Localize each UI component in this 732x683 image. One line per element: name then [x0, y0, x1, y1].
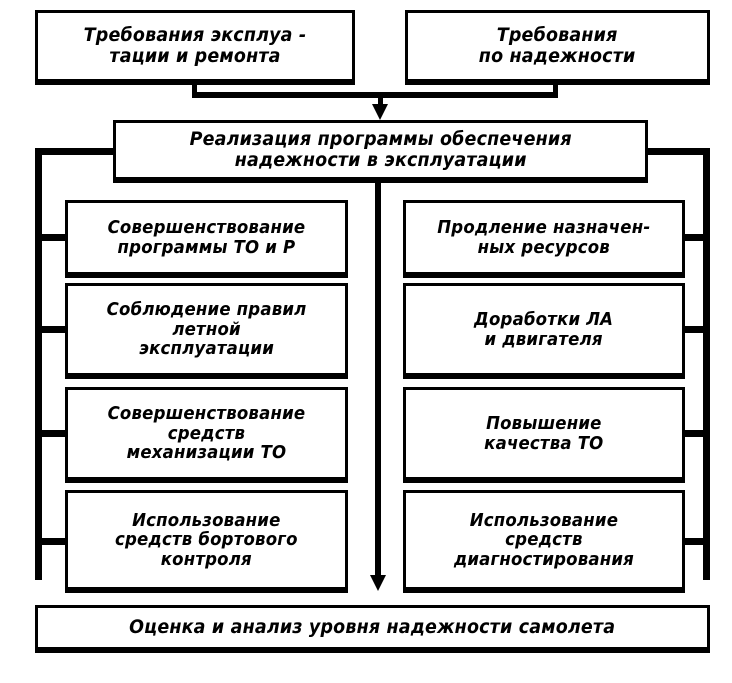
left-bus-stub-1 [35, 234, 67, 241]
node-label: Доработки ЛА и двигателя [474, 309, 614, 350]
node-extend-assigned-resources: Продление назначен- ных ресурсов [403, 200, 685, 275]
connector-merge-to-header [378, 96, 383, 108]
node-label: Реализация программы обеспечения надежно… [189, 128, 572, 171]
central-spine-line [375, 180, 381, 580]
node-label: Повышение качества ТО [484, 413, 604, 454]
left-bus-stub-2 [35, 326, 67, 333]
node-onboard-monitoring: Использование средств бортового контроля [65, 490, 348, 590]
node-label: Продление назначен- ных ресурсов [437, 217, 651, 258]
connector-header-to-right-bus [646, 148, 710, 155]
node-aircraft-engine-upgrades: Доработки ЛА и двигателя [403, 283, 685, 376]
right-bus-vertical [703, 148, 710, 580]
node-requirements-reliability: Требования по надежности [405, 10, 710, 82]
connector-header-to-left-bus [35, 148, 115, 155]
node-label: Требования эксплуа - тации и ремонта [83, 24, 307, 67]
connector-merge-bar [192, 92, 558, 98]
right-bus-stub-2 [680, 326, 710, 333]
left-bus-vertical [35, 148, 42, 580]
node-requirements-operation-repair: Требования эксплуа - тации и ремонта [35, 10, 355, 82]
node-assessment-analysis: Оценка и анализ уровня надежности самоле… [35, 605, 710, 650]
node-flight-rules-compliance: Соблюдение правил летной эксплуатации [65, 283, 348, 376]
node-program-implementation: Реализация программы обеспечения надежно… [113, 120, 648, 180]
node-improve-mro-quality: Повышение качества ТО [403, 387, 685, 480]
arrowhead-into-bottom [370, 575, 386, 591]
node-diagnostic-tools: Использование средств диагностирования [403, 490, 685, 590]
arrowhead-into-header [372, 104, 388, 120]
node-label: Оценка и анализ уровня надежности самоле… [129, 616, 616, 639]
right-bus-stub-3 [680, 430, 710, 437]
node-label: Соблюдение правил летной эксплуатации [106, 299, 307, 360]
node-label: Совершенствование программы ТО и Р [107, 217, 306, 258]
node-improve-mro-program: Совершенствование программы ТО и Р [65, 200, 348, 275]
right-bus-stub-1 [680, 234, 710, 241]
right-bus-stub-4 [680, 538, 710, 545]
left-bus-stub-4 [35, 538, 67, 545]
node-label: Совершенствование средств механизации ТО [107, 403, 306, 464]
node-label: Требования по надежности [479, 24, 636, 67]
left-bus-stub-3 [35, 430, 67, 437]
connector-top-right-stub [553, 82, 558, 96]
node-label: Использование средств бортового контроля [115, 509, 298, 570]
connector-top-left-stub [192, 82, 197, 96]
node-improve-mechanization: Совершенствование средств механизации ТО [65, 387, 348, 480]
node-label: Использование средств диагностирования [453, 509, 635, 570]
